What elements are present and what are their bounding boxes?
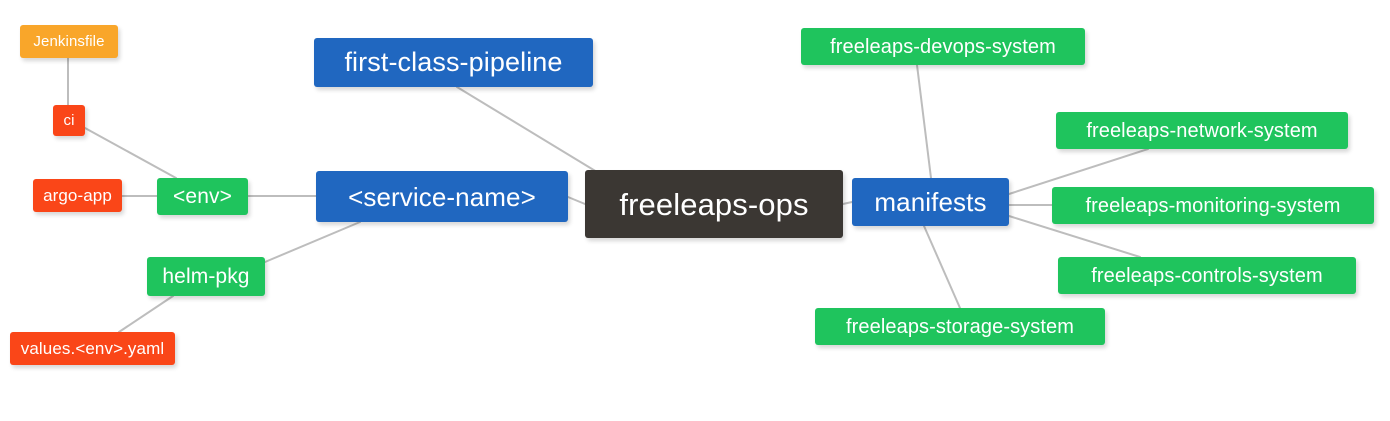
node-freeleaps-ops[interactable]: freeleaps-ops	[585, 170, 843, 238]
node-label-first-class-pipeline: first-class-pipeline	[344, 47, 563, 77]
node-argo-app[interactable]: argo-app	[33, 179, 122, 212]
node-label-env: <env>	[173, 185, 232, 208]
node-label-freeleaps-network-system: freeleaps-network-system	[1086, 119, 1318, 142]
node-service-name[interactable]: <service-name>	[316, 171, 568, 222]
node-label-freeleaps-devops-system: freeleaps-devops-system	[830, 35, 1056, 58]
node-label-manifests: manifests	[874, 187, 987, 217]
node-env[interactable]: <env>	[157, 178, 248, 215]
node-freeleaps-devops-system[interactable]: freeleaps-devops-system	[801, 28, 1085, 65]
node-manifests[interactable]: manifests	[852, 178, 1009, 226]
edge-freeleaps-ops-to-first-class-pipeline	[456, 86, 598, 173]
node-label-argo-app: argo-app	[43, 186, 112, 205]
node-freeleaps-storage-system[interactable]: freeleaps-storage-system	[815, 308, 1105, 345]
node-label-jenkinsfile: Jenkinsfile	[33, 33, 105, 50]
node-label-helm-pkg: helm-pkg	[162, 265, 250, 288]
edge-freeleaps-ops-to-manifests	[842, 201, 853, 205]
node-label-ci: ci	[63, 112, 75, 129]
node-label-freeleaps-storage-system: freeleaps-storage-system	[845, 315, 1075, 338]
node-helm-pkg[interactable]: helm-pkg	[147, 257, 265, 296]
node-ci[interactable]: ci	[53, 105, 85, 136]
edge-service-name-to-helm-pkg	[264, 221, 361, 263]
node-label-service-name: <service-name>	[348, 181, 536, 212]
node-label-freeleaps-controls-system: freeleaps-controls-system	[1091, 264, 1323, 287]
edge-freeleaps-ops-to-service-name	[567, 196, 586, 205]
edge-manifests-to-freeleaps-storage-system	[923, 225, 961, 309]
edge-helm-pkg-to-values-env-yaml	[118, 295, 174, 333]
edge-manifests-to-freeleaps-devops-system	[916, 64, 932, 179]
node-freeleaps-controls-system[interactable]: freeleaps-controls-system	[1058, 257, 1356, 294]
node-first-class-pipeline[interactable]: first-class-pipeline	[314, 38, 593, 87]
node-values-env-yaml[interactable]: values.<env>.yaml	[10, 332, 175, 365]
node-label-freeleaps-ops: freeleaps-ops	[619, 186, 809, 222]
edge-env-to-ci	[84, 127, 177, 179]
node-freeleaps-monitoring-system[interactable]: freeleaps-monitoring-system	[1052, 187, 1374, 224]
node-label-values-env-yaml: values.<env>.yaml	[20, 339, 165, 358]
node-label-freeleaps-monitoring-system: freeleaps-monitoring-system	[1085, 194, 1341, 217]
node-jenkinsfile[interactable]: Jenkinsfile	[20, 25, 118, 58]
node-freeleaps-network-system[interactable]: freeleaps-network-system	[1056, 112, 1348, 149]
